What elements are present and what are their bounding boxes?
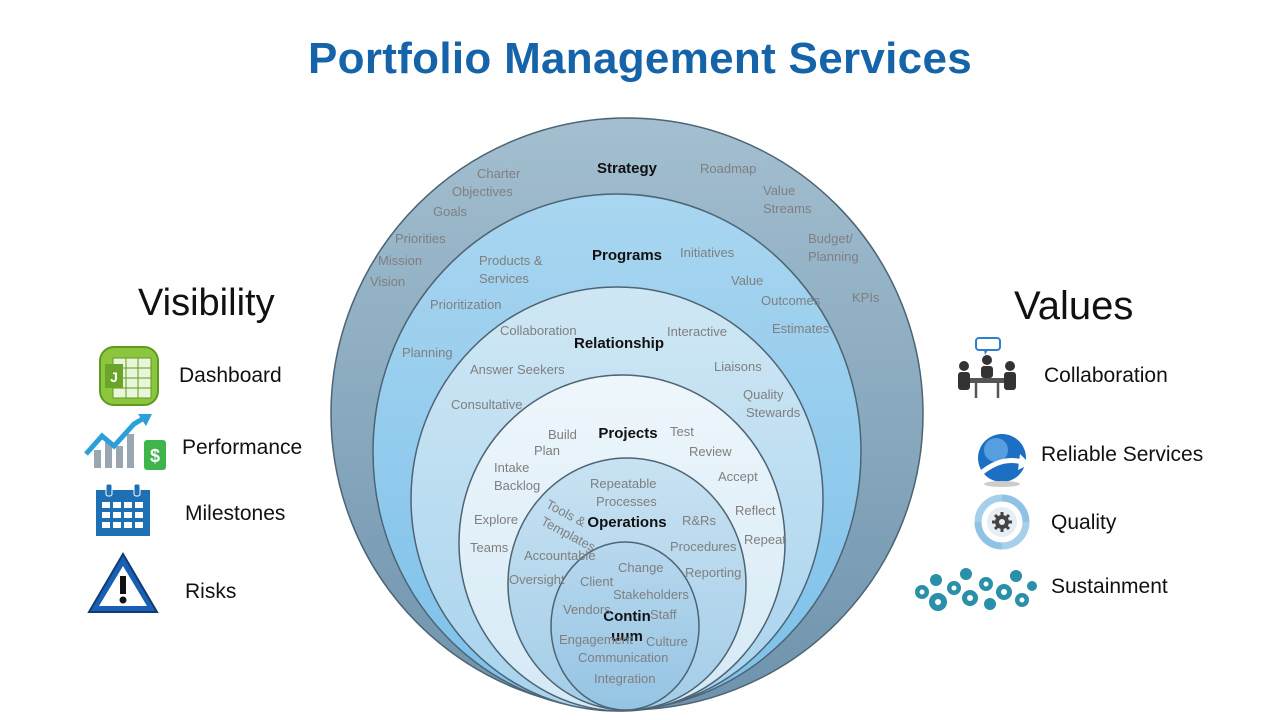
operations-term: R&Rs — [682, 513, 716, 528]
ring-name-projects: Projects — [598, 425, 657, 442]
projects-term: Build — [548, 427, 577, 442]
operations-term: Oversight — [509, 572, 565, 587]
visibility-item-risks: Risks — [87, 552, 287, 616]
programs-term: Services — [479, 271, 529, 286]
relationship-term: Stewards — [746, 405, 801, 420]
projects-term: Backlog — [494, 478, 540, 493]
relationship-term: Answer Seekers — [470, 362, 565, 377]
strategy-term: Vision — [370, 274, 405, 289]
strategy-term: Priorities — [395, 231, 446, 246]
continuum-term: Client — [580, 574, 614, 589]
relationship-term: Quality — [743, 387, 784, 402]
relationship-term: Collaboration — [500, 323, 577, 338]
projects-term: Explore — [474, 512, 518, 527]
meeting-icon — [958, 337, 1016, 398]
continuum-term: Vendors — [563, 602, 611, 617]
visibility-item-milestones: Milestones — [94, 482, 314, 546]
strategy-term: KPIs — [852, 290, 880, 305]
projects-term: Teams — [470, 540, 509, 555]
page-title: Portfolio Management Services — [308, 34, 972, 83]
ring-name-programs: Programs — [592, 247, 662, 264]
strategy-term: Charter — [477, 166, 521, 181]
continuum-term: Staff — [650, 607, 677, 622]
ring-name-operations: Operations — [587, 514, 666, 531]
visibility-item-label: Milestones — [185, 502, 286, 525]
svg-text:J: J — [110, 369, 118, 385]
warning-icon — [87, 552, 159, 613]
visibility-heading: Visibility — [138, 282, 275, 324]
gears-network-icon — [915, 568, 1037, 611]
continuum-term: Communication — [578, 650, 668, 665]
projects-term: Intake — [494, 460, 529, 475]
visibility-item-label: Performance — [182, 436, 303, 459]
values-item-label: Sustainment — [1051, 575, 1168, 598]
relationship-term: Interactive — [667, 324, 727, 339]
relationship-term: Liaisons — [714, 359, 762, 374]
programs-term: Planning — [402, 345, 453, 360]
gear-cycle-icon — [974, 494, 1030, 550]
values-item-label: Reliable Services — [1041, 443, 1204, 466]
projects-term: Repeat — [744, 532, 786, 547]
programs-term: Prioritization — [430, 297, 502, 312]
strategy-term: Objectives — [452, 184, 513, 199]
strategy-term: Budget/ — [808, 231, 853, 246]
continuum-term: Integration — [594, 671, 655, 686]
operations-term: Accountable — [524, 548, 596, 563]
ring-name-continuum-line2: uum — [611, 628, 643, 645]
strategy-term: Roadmap — [700, 161, 756, 176]
continuum-term: Engagement — [559, 632, 633, 647]
svg-text:$: $ — [150, 446, 160, 466]
strategy-term: Goals — [433, 204, 467, 219]
values-item-collaboration: Collaboration — [954, 336, 1194, 400]
values-item-label: Quality — [1051, 511, 1117, 534]
visibility-item-label: Dashboard — [179, 364, 282, 387]
ring-name-strategy: Strategy — [597, 160, 658, 177]
values-heading: Values — [1014, 284, 1134, 328]
strategy-term: Value — [763, 183, 795, 198]
strategy-term: Planning — [808, 249, 859, 264]
continuum-term: Change — [618, 560, 664, 575]
values-item-sustainment: Sustainment — [912, 562, 1192, 626]
programs-term: Products & — [479, 253, 543, 268]
ring-name-relationship: Relationship — [574, 335, 664, 352]
projects-term: Reflect — [735, 503, 776, 518]
projects-term: Plan — [534, 443, 560, 458]
operations-term: Repeatable — [590, 476, 657, 491]
calendar-icon — [96, 483, 150, 536]
spreadsheet-icon: J — [99, 346, 159, 406]
relationship-term: Consultative — [451, 397, 523, 412]
strategy-term: Mission — [378, 253, 422, 268]
operations-term: Reporting — [685, 565, 741, 580]
visibility-item-performance: $ Performance — [84, 414, 314, 478]
continuum-term: Stakeholders — [613, 587, 689, 602]
values-item-quality: Quality — [972, 492, 1152, 556]
values-item-label: Collaboration — [1044, 364, 1168, 387]
continuum-term: Culture — [646, 634, 688, 649]
strategy-term: Streams — [763, 201, 812, 216]
operations-term: Processes — [596, 494, 657, 509]
ring-continuum — [550, 541, 700, 711]
projects-term: Review — [689, 444, 732, 459]
values-item-reliable-services: Reliable Services — [972, 428, 1222, 492]
growth-chart-icon: $ — [84, 414, 166, 470]
projects-term: Accept — [718, 469, 758, 484]
ring-name-continuum-line1: Contin — [603, 608, 650, 625]
visibility-item-label: Risks — [185, 580, 237, 603]
programs-term: Initiatives — [680, 245, 735, 260]
globe-arrow-icon — [978, 434, 1030, 487]
projects-term: Test — [670, 424, 694, 439]
programs-term: Estimates — [772, 321, 830, 336]
visibility-item-dashboard: J Dashboard — [97, 344, 297, 408]
programs-term: Value — [731, 273, 763, 288]
operations-term: Procedures — [670, 539, 737, 554]
programs-term: Outcomes — [761, 293, 821, 308]
